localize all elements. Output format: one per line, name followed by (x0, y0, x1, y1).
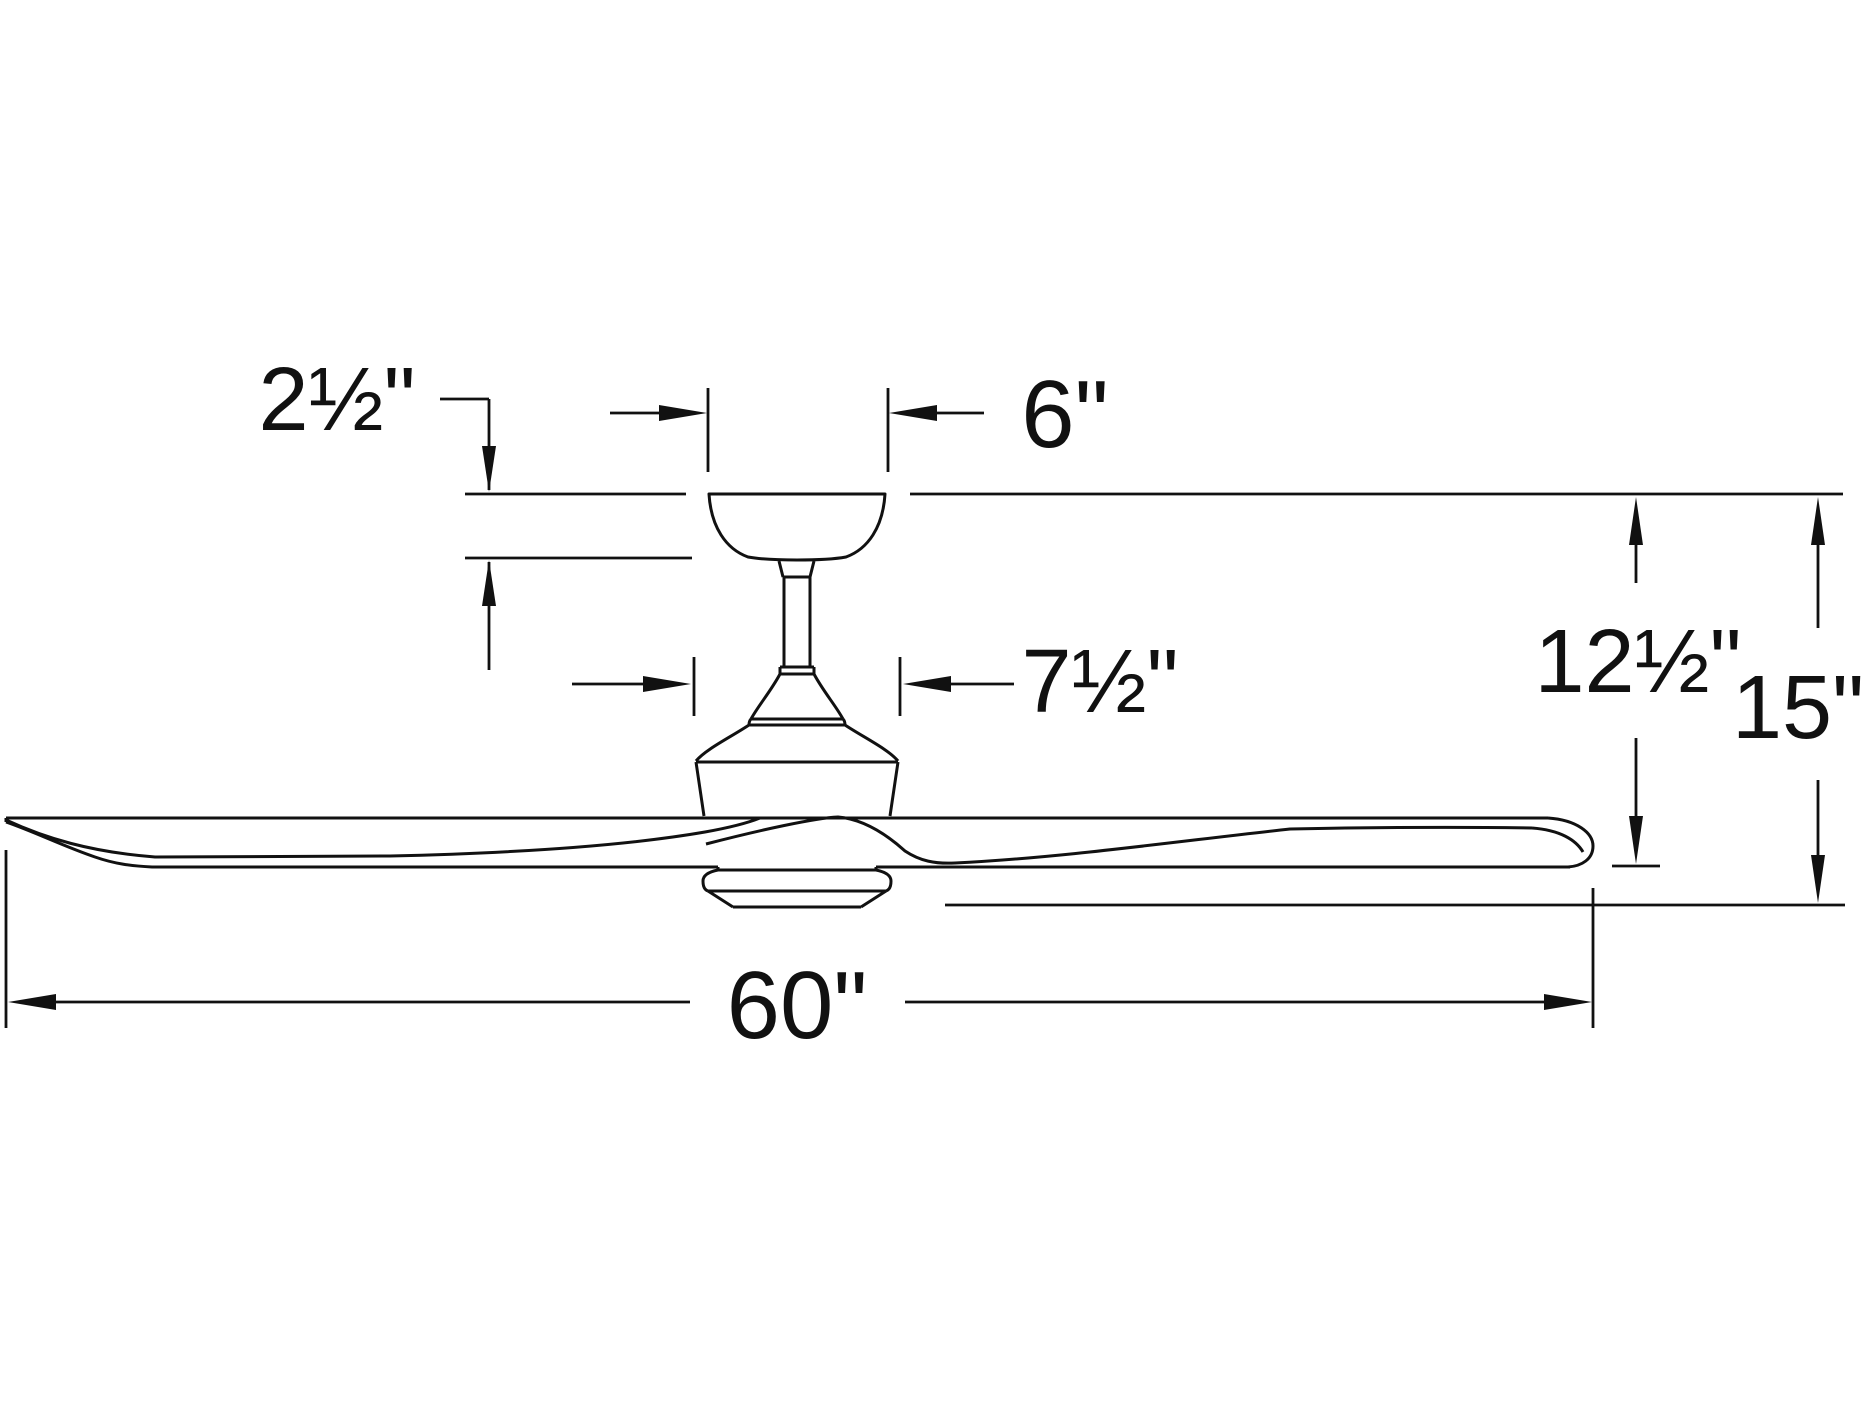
arrow-down-icon (482, 446, 496, 492)
arrow-down-icon (1811, 855, 1825, 903)
arrow-right-icon (659, 405, 707, 421)
ceiling-to-blade-label: 12½" (1534, 612, 1741, 712)
overall-height-dimension (1811, 497, 1825, 903)
motor-width-dimension (572, 657, 1014, 716)
arrow-left-icon (8, 994, 56, 1010)
canopy-height-dimension (440, 397, 496, 670)
arrow-up-icon (1811, 497, 1825, 545)
arrow-down-icon (1629, 816, 1643, 864)
arrow-right-icon (1544, 994, 1592, 1010)
arrow-up-icon (1629, 497, 1643, 545)
arrow-right-icon (643, 676, 691, 692)
fan-canopy (707, 492, 887, 579)
fan-blades (4, 815, 1595, 869)
ceiling-to-blade-dimension (1629, 497, 1643, 864)
canopy-width-label: 6" (1021, 361, 1108, 468)
blade-span-label: 60" (727, 952, 868, 1059)
blade-span-dimension (4, 850, 1595, 1028)
overall-height-label: 15" (1732, 658, 1864, 758)
fan-downrod (778, 577, 816, 676)
fan-motor-housing (694, 673, 900, 817)
arrow-left-icon (889, 405, 937, 421)
fan-light-kit (701, 867, 893, 909)
motor-width-label: 7½" (1021, 632, 1178, 732)
canopy-width-dimension (610, 388, 984, 472)
arrow-up-icon (482, 560, 496, 606)
canopy-height-label: 2½" (258, 350, 415, 450)
arrow-left-icon (903, 676, 951, 692)
